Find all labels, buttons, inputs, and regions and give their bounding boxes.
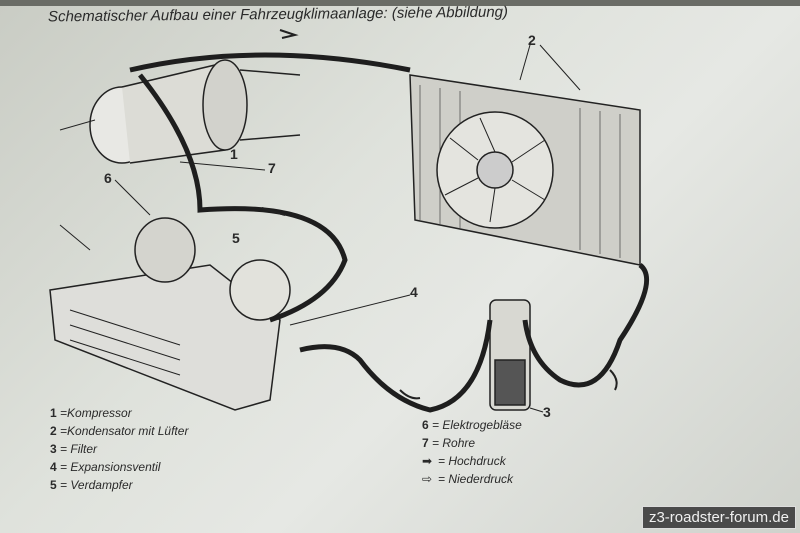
callout-2: 2 xyxy=(528,32,536,48)
outline-arrow-icon: ⇨ xyxy=(422,472,433,486)
refrigerant-pipes xyxy=(129,52,650,413)
watermark: z3-roadster-forum.de xyxy=(641,506,796,529)
legend-item: 7 = Rohre xyxy=(422,436,476,450)
legend-item: 4 = Expansionsventil xyxy=(50,460,161,474)
callout-1: 1 xyxy=(230,146,238,162)
legend-components-2: 6 = Elektrogebläse 7 = Rohre ➡= Hochdruc… xyxy=(422,416,522,488)
callout-4: 4 xyxy=(410,284,418,300)
evaporator-drawing xyxy=(49,217,291,411)
filter-drier-drawing xyxy=(489,299,531,411)
legend-item: 5 = Verdampfer xyxy=(50,478,133,492)
callout-6: 6 xyxy=(104,170,112,186)
legend-item: ⇨= Niederdruck xyxy=(422,472,514,486)
callout-3: 3 xyxy=(543,404,551,420)
high-pressure-arrow xyxy=(279,29,299,39)
legend-item: 2 =Kondensator mit Lüfter xyxy=(50,424,189,438)
screen-bezel xyxy=(0,0,800,6)
legend-item: ➡= Hochdruck xyxy=(422,454,506,468)
filled-arrow-icon: ➡ xyxy=(422,454,433,468)
legend-item: 3 = Filter xyxy=(50,442,98,456)
legend-item: 6 = Elektrogebläse xyxy=(422,418,522,432)
callout-5: 5 xyxy=(232,230,240,246)
compressor-drawing xyxy=(89,59,301,164)
low-pressure-arrow xyxy=(261,207,286,216)
callout-7: 7 xyxy=(268,160,276,176)
legend-item: 1 =Kompressor xyxy=(50,406,132,420)
condenser-drawing xyxy=(409,74,641,266)
legend-components: 1 =Kompressor 2 =Kondensator mit Lüfter … xyxy=(50,404,188,494)
